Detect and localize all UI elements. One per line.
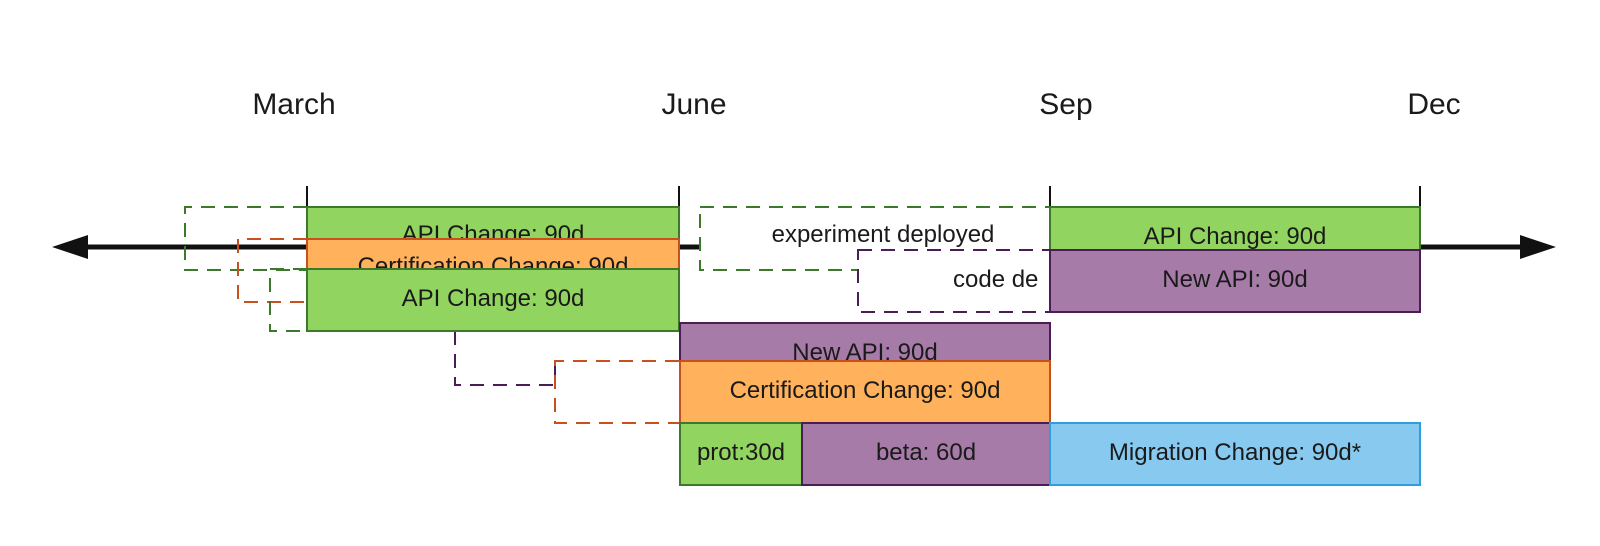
- dashed-link-purple: [454, 331, 556, 386]
- month-label-dec: Dec: [1407, 88, 1460, 121]
- block-certification-change-1-label: Certification Change: 90d: [358, 253, 629, 280]
- dashed-link-orange-2: [554, 360, 679, 424]
- block-beta: [801, 422, 1051, 486]
- axis-arrow-right-icon: [1520, 235, 1556, 259]
- block-new-api-1-label: New API: 90d: [792, 339, 937, 366]
- block-certification-change-2-label: Certification Change: 90d: [730, 377, 1001, 404]
- month-label-march: March: [252, 88, 335, 121]
- block-certification-change-1: [306, 238, 680, 270]
- block-api-change-1-label: API Change: 90d: [402, 221, 585, 248]
- block-api-change-2: [306, 268, 680, 332]
- block-api-change-2-label: API Change: 90d: [402, 285, 585, 312]
- month-label-june: June: [661, 88, 726, 121]
- block-migration-change-label: Migration Change: 90d*: [1109, 439, 1361, 466]
- experiment-label: experiment deployed: [772, 221, 995, 248]
- dashed-link-green-outer: [184, 206, 307, 271]
- code-label: code de: [953, 266, 1038, 293]
- block-beta-label: beta: 60d: [876, 439, 976, 466]
- axis-arrow-left-icon: [52, 235, 88, 259]
- dashed-link-orange: [237, 238, 307, 303]
- month-label-sep: Sep: [1039, 88, 1092, 121]
- block-api-change-3: [1049, 206, 1421, 251]
- block-migration-change: [1049, 422, 1421, 486]
- block-prot: [679, 422, 803, 486]
- block-api-change-3-label: API Change: 90d: [1144, 223, 1327, 250]
- block-new-api-2: [1049, 249, 1421, 313]
- dashed-link-green-inner: [269, 268, 307, 332]
- block-new-api-2-label: New API: 90d: [1162, 266, 1307, 293]
- block-prot-label: prot:30d: [697, 439, 785, 466]
